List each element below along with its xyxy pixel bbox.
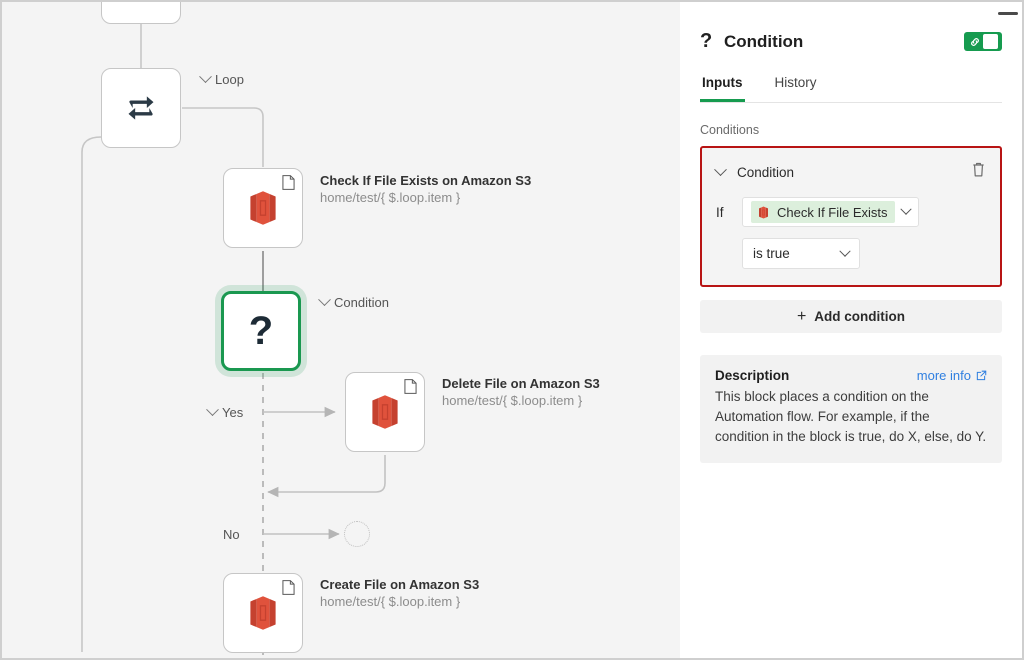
flow-canvas[interactable]: Loop Check If File Exists on Amazon S3: [0, 0, 680, 660]
question-mark-icon: ?: [700, 30, 713, 52]
flow-node-check-file-exists[interactable]: [223, 168, 303, 248]
link-icon: [966, 36, 983, 48]
flow-node-subtitle: home/test/{ $.loop.item }: [442, 393, 583, 408]
condition-subject-chip: Check If File Exists: [751, 201, 895, 223]
panel-header: ? Condition: [700, 2, 1002, 53]
flow-node-title: Delete File on Amazon S3: [442, 376, 600, 391]
document-icon: [282, 580, 295, 595]
flow-branch-yes[interactable]: Yes: [206, 403, 244, 420]
properties-panel: ? Condition Inputs History Conditions Co…: [680, 0, 1024, 660]
chevron-down-icon: [318, 293, 331, 307]
more-info-label: more info: [916, 368, 971, 383]
panel-scrollbar[interactable]: [998, 12, 1018, 15]
chevron-down-icon: [206, 403, 219, 417]
loop-icon: [128, 96, 154, 120]
amazon-s3-icon: [250, 596, 276, 630]
flow-node-create-file[interactable]: [223, 573, 303, 653]
document-icon: [282, 175, 295, 190]
condition-card: Condition If: [700, 146, 1002, 287]
flow-node-subtitle: home/test/{ $.loop.item }: [320, 594, 461, 609]
flow-node-delete-file-label: Delete File on Amazon S3 home/test/{ $.l…: [442, 375, 600, 409]
toggle-knob: [983, 34, 998, 49]
flow-branch-loop[interactable]: Loop: [199, 70, 244, 87]
condition-operator-label: is true: [753, 246, 790, 261]
flow-canvas-inner: Loop Check If File Exists on Amazon S3: [2, 2, 680, 658]
conditions-section-label: Conditions: [700, 123, 760, 137]
condition-operator-select[interactable]: is true: [742, 238, 860, 269]
flow-branch-no[interactable]: No: [223, 527, 240, 542]
flow-node-create-file-label: Create File on Amazon S3 home/test/{ $.l…: [320, 576, 479, 610]
flow-node-condition[interactable]: ?: [221, 291, 301, 371]
flow-node-delete-file[interactable]: [345, 372, 425, 452]
flow-node-loop[interactable]: [101, 68, 181, 148]
flow-branch-condition[interactable]: Condition: [318, 293, 389, 310]
flow-node-check-file-exists-label: Check If File Exists on Amazon S3 home/t…: [320, 172, 531, 206]
question-mark-icon: ?: [248, 309, 274, 353]
condition-card-header: Condition: [714, 161, 986, 183]
add-condition-label: Add condition: [814, 309, 906, 324]
more-info-link[interactable]: more info: [917, 368, 987, 383]
flow-node-subtitle: home/test/{ $.loop.item }: [320, 190, 461, 205]
chevron-down-icon: [199, 70, 212, 84]
description-header: Description more info: [715, 368, 987, 383]
flow-node-title: Check If File Exists on Amazon S3: [320, 173, 532, 188]
condition-card-title: Condition: [737, 164, 795, 180]
panel-tabs: Inputs History: [700, 75, 1002, 103]
condition-subject-select[interactable]: Check If File Exists: [742, 197, 919, 227]
chevron-down-icon[interactable]: [714, 162, 727, 176]
flow-branch-yes-label: Yes: [222, 405, 244, 420]
description-card: Description more info This block places …: [700, 355, 1002, 463]
flow-node-partial-top[interactable]: [101, 2, 181, 24]
amazon-s3-icon: [250, 191, 276, 225]
description-body: This block places a condition on the Aut…: [715, 389, 987, 444]
flow-node-placeholder-no[interactable]: [344, 521, 370, 547]
amazon-s3-icon: [372, 395, 398, 429]
flow-branch-no-label: No: [223, 527, 240, 542]
add-condition-button[interactable]: + Add condition: [700, 300, 1002, 333]
external-link-icon: [976, 370, 987, 381]
description-title: Description: [715, 368, 790, 383]
chevron-down-icon: [839, 245, 851, 257]
plus-icon: +: [796, 307, 807, 325]
link-toggle[interactable]: [964, 32, 1002, 51]
condition-if-row: If Check If File Exists: [716, 197, 986, 227]
condition-subject-label: Check If File Exists: [777, 204, 888, 220]
tab-inputs[interactable]: Inputs: [700, 75, 745, 102]
chevron-down-icon: [899, 203, 912, 215]
flow-branch-loop-label: Loop: [215, 72, 244, 87]
flow-node-title: Create File on Amazon S3: [320, 577, 480, 592]
if-label: If: [716, 204, 724, 220]
document-icon: [404, 379, 417, 394]
page-title: Condition: [724, 31, 804, 51]
tab-history[interactable]: History: [774, 75, 817, 90]
amazon-s3-icon: [759, 206, 768, 218]
trash-icon[interactable]: [971, 161, 986, 183]
flow-branch-condition-label: Condition: [334, 295, 389, 310]
